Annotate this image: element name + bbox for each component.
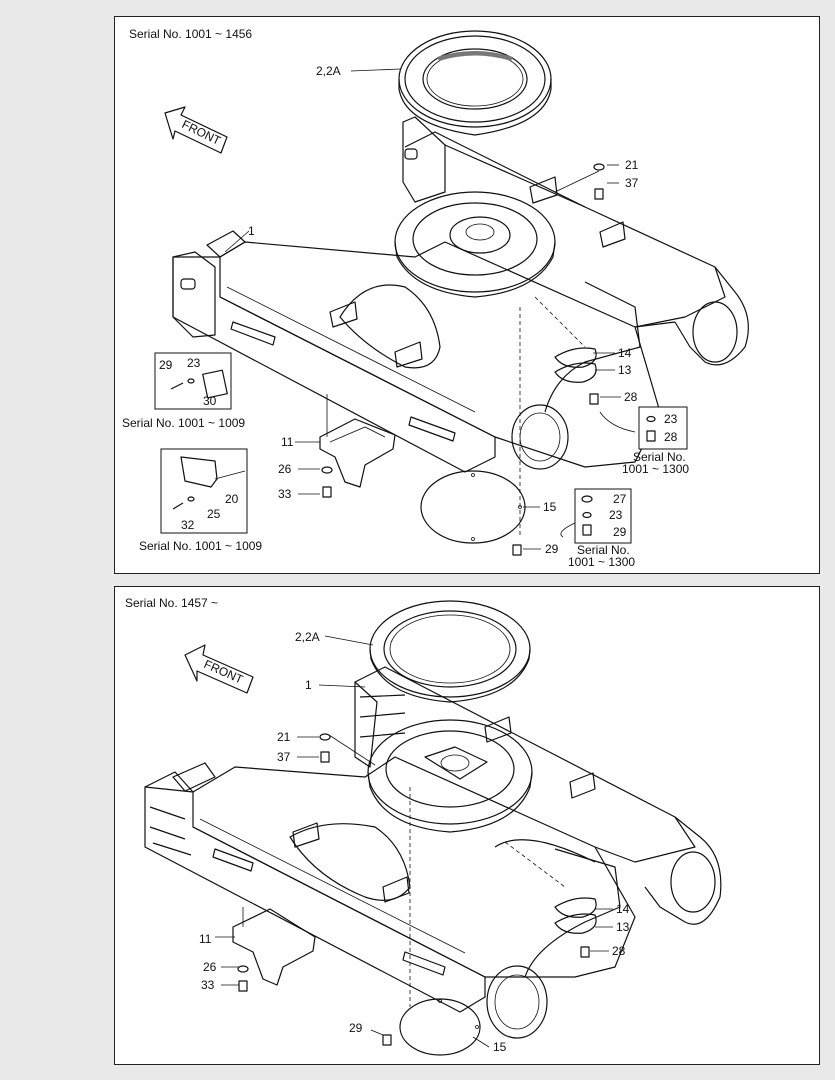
bracket-part — [319, 418, 396, 488]
callout-29: 29 — [349, 1021, 363, 1035]
inset-a-callout-23: 23 — [187, 356, 201, 370]
callout-28: 28 — [624, 390, 638, 404]
callout-26: 26 — [278, 462, 292, 476]
callout-21: 21 — [625, 158, 639, 172]
callout-14: 14 — [618, 346, 632, 360]
callout-1: 1 — [305, 678, 312, 692]
plate-part — [554, 347, 597, 383]
inset-c-caption-1: Serial No. — [633, 450, 686, 464]
inset-b-callout-25: 25 — [207, 507, 221, 521]
bracket-part — [232, 908, 316, 986]
callout-37: 37 — [625, 176, 639, 190]
inset-box-a: 29 23 30 — [154, 352, 232, 410]
callout-leaders — [215, 635, 613, 1048]
serial-title: Serial No. 1457 ~ — [125, 596, 218, 610]
callout-28: 28 — [612, 944, 626, 958]
exploded-view-drawing-top: Serial No. 1001 ~ 1456 FRONT — [122, 27, 749, 569]
inset-b-callout-20: 20 — [225, 492, 239, 506]
inset-a-callout-29: 29 — [159, 358, 173, 372]
callout-leaders — [224, 68, 636, 550]
callout-2-2a: 2,2A — [316, 64, 341, 78]
callout-13: 13 — [618, 363, 632, 377]
front-arrow-icon: FRONT — [164, 106, 228, 154]
callout-15: 15 — [543, 500, 557, 514]
upper-frame-part — [144, 666, 722, 1039]
bolt-icon — [237, 733, 590, 1046]
cover-plate-part — [399, 998, 481, 1056]
callout-14: 14 — [616, 902, 630, 916]
inset-a-callout-30: 30 — [203, 394, 217, 408]
callout-11: 11 — [199, 932, 212, 946]
callout-21: 21 — [277, 730, 291, 744]
diagram-panel-serial-1457: Serial No. 1457 ~ FRONT — [114, 586, 820, 1065]
inset-d-caption-1: Serial No. — [577, 543, 630, 557]
callout-1: 1 — [248, 224, 255, 238]
swing-bearing-part — [398, 30, 552, 136]
inset-c-caption-2: 1001 ~ 1300 — [622, 462, 689, 476]
callout-13: 13 — [616, 920, 630, 934]
callout-37: 37 — [277, 750, 291, 764]
inset-b-callout-32: 32 — [181, 518, 195, 532]
inset-d-callout-27: 27 — [613, 492, 627, 506]
serial-title: Serial No. 1001 ~ 1456 — [129, 27, 252, 41]
inset-a-caption: Serial No. 1001 ~ 1009 — [122, 416, 245, 430]
inset-d-callout-23: 23 — [609, 508, 623, 522]
inset-box-c: 23 28 — [638, 406, 688, 450]
plate-part — [554, 897, 597, 934]
swing-bearing-part — [369, 600, 531, 703]
upper-frame-part — [172, 116, 749, 473]
inset-c-callout-28: 28 — [664, 430, 678, 444]
inset-b-caption: Serial No. 1001 ~ 1009 — [139, 539, 262, 553]
inset-d-caption-2: 1001 ~ 1300 — [568, 555, 635, 569]
callout-33: 33 — [278, 487, 292, 501]
cover-plate-part — [420, 470, 526, 544]
callout-26: 26 — [203, 960, 217, 974]
callout-33: 33 — [201, 978, 215, 992]
callout-11: 11 — [281, 435, 294, 449]
inset-box-b: 20 25 32 — [160, 448, 248, 534]
callout-29: 29 — [545, 542, 559, 556]
front-arrow-icon: FRONT — [184, 644, 254, 694]
bolt-icon — [321, 163, 605, 556]
callout-15: 15 — [493, 1040, 507, 1054]
callout-2-2a: 2,2A — [295, 630, 320, 644]
inset-c-callout-23: 23 — [664, 412, 678, 426]
diagram-panel-serial-1001-1456: Serial No. 1001 ~ 1456 FRONT — [114, 16, 820, 574]
inset-box-d: 27 23 29 — [574, 488, 632, 544]
exploded-view-drawing-bottom: Serial No. 1457 ~ FRONT — [125, 596, 722, 1056]
inset-d-callout-29: 29 — [613, 525, 627, 539]
